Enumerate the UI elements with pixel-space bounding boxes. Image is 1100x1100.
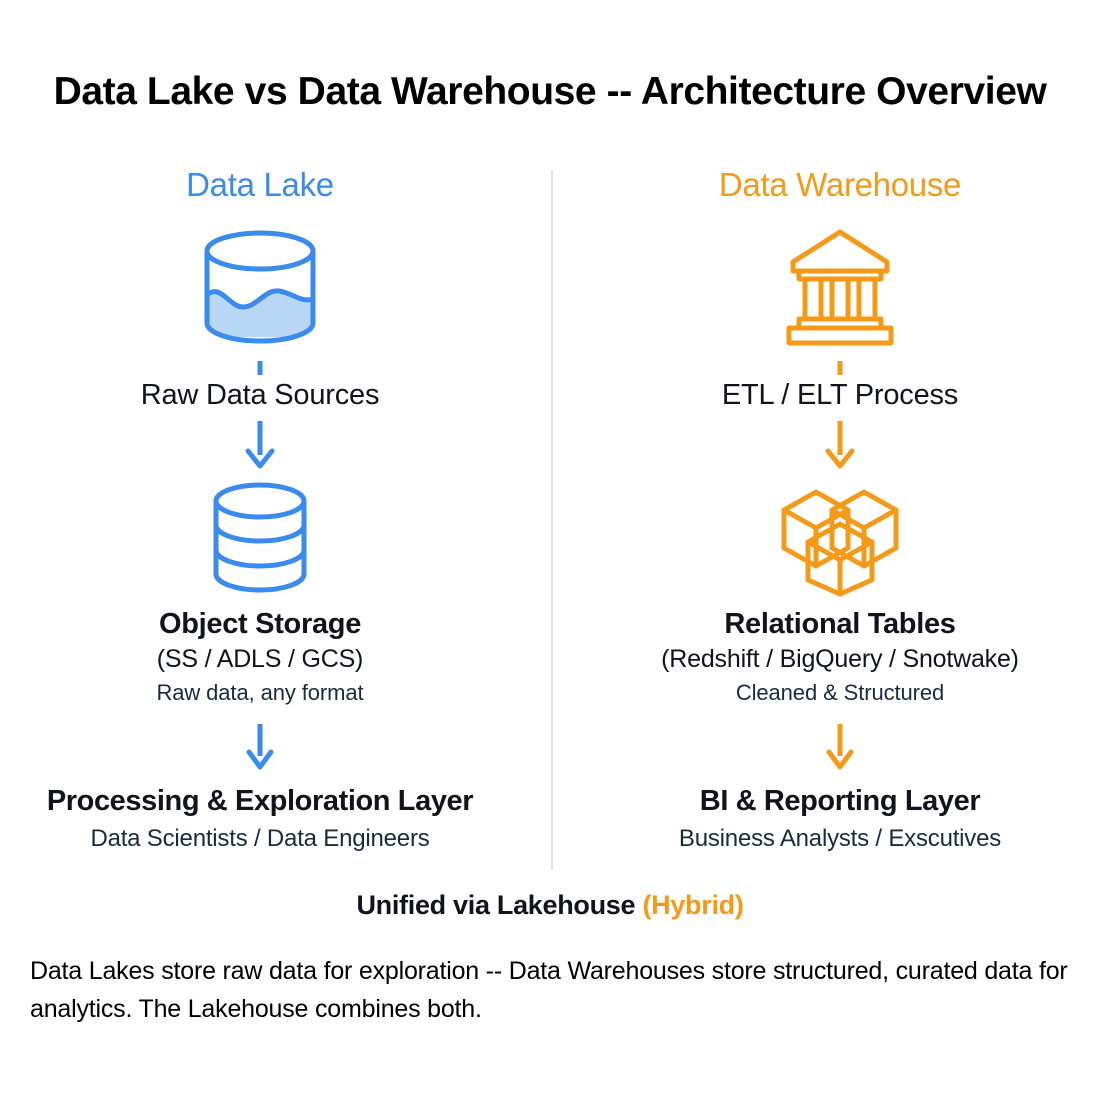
relational-tables-title: Relational Tables [724, 608, 956, 640]
relational-tables-subtitle: (Redshift / BigQuery / Snotwake) [661, 645, 1019, 673]
data-lake-column: Data Lake Raw Data Sources [0, 165, 520, 858]
page-title: Data Lake vs Data Warehouse -- Architect… [53, 70, 1047, 113]
lake-mini-arrow-down-icon [0, 710, 520, 782]
bi-reporting-layer-title: BI & Reporting Layer [699, 785, 981, 817]
data-warehouse-heading: Data Warehouse [718, 166, 962, 203]
processing-layer-subtitle: Data Scientists / Data Engineers [90, 825, 430, 852]
unified-lakehouse-note: Unified via Lakehouse (Hybrid) [0, 890, 1100, 921]
warehouse-mini-arrow-down-icon [580, 710, 1100, 782]
hybrid-highlight: (Hybrid) [642, 890, 744, 920]
unified-text: Unified via Lakehouse [356, 890, 636, 920]
processing-layer-title: Processing & Exploration Layer [46, 785, 474, 817]
object-storage-note: Raw data, any format [156, 680, 364, 705]
column-divider [551, 170, 553, 870]
object-storage-block: Object Storage (SS / ADLS / GCS) Raw dat… [0, 606, 520, 710]
relational-tables-block: Relational Tables (Redshift / BigQuery /… [580, 606, 1100, 710]
lake-arrow-down-icon [245, 419, 275, 474]
raw-data-sources-label: Raw Data Sources [140, 379, 380, 411]
etl-elt-label: ETL / ELT Process [721, 379, 959, 411]
processing-layer-block: Processing & Exploration Layer Data Scie… [0, 782, 520, 858]
object-storage-subtitle: (SS / ADLS / GCS) [156, 645, 364, 673]
object-storage-title: Object Storage [158, 608, 362, 640]
etl-elt-flow: ETL / ELT Process [580, 361, 1100, 471]
flow-stub-lake [257, 361, 263, 375]
cubes-cluster-icon [580, 471, 1100, 606]
warehouse-arrow-down-icon [825, 419, 855, 474]
relational-tables-note: Cleaned & Structured [735, 680, 945, 705]
summary-caption: Data Lakes store raw data for exploratio… [30, 957, 1068, 1023]
bi-reporting-layer-block: BI & Reporting Layer Business Analysts /… [580, 782, 1100, 858]
data-lake-heading: Data Lake [186, 166, 334, 203]
raw-data-sources-flow: Raw Data Sources [0, 361, 520, 471]
data-warehouse-column: Data Warehouse ETL / ELT Process [580, 165, 1100, 858]
flow-stub-warehouse [837, 361, 843, 375]
database-stack-icon [0, 471, 520, 606]
data-lake-cylinder-icon [0, 211, 520, 361]
bi-reporting-layer-subtitle: Business Analysts / Exscutives [678, 825, 1002, 852]
bank-building-icon [580, 211, 1100, 361]
